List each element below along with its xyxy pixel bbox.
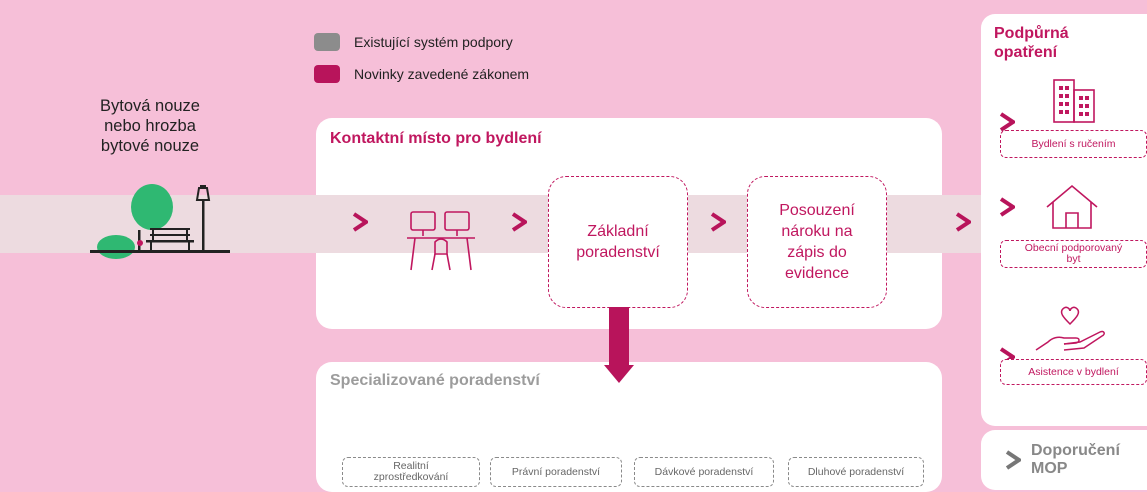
support-panel xyxy=(981,14,1147,426)
start-title: Bytová nouze nebo hrozba bytové nouze xyxy=(100,97,200,155)
step-basic-counseling: Základní poradenství xyxy=(548,176,688,308)
specialized-title: Specializované poradenství xyxy=(330,372,540,389)
spec-item-real-estate: Realitní zprostředkování xyxy=(342,457,480,487)
legend-existing: Existující systém podpory xyxy=(314,33,513,51)
chevron-right-icon xyxy=(710,212,726,232)
legend-swatch-existing xyxy=(314,33,340,51)
desk-computer-icon xyxy=(407,211,475,271)
spec-item-benefits: Dávkové poradenství xyxy=(634,457,774,487)
spec-item-legal: Právní poradenství xyxy=(490,457,622,487)
support-item-municipal-flat: Obecní podporovaný byt xyxy=(1000,240,1147,268)
chevron-right-grey-icon xyxy=(1005,450,1021,470)
step-assessment: Posouzení nároku na zápis do evidence xyxy=(747,176,887,308)
connector-bar xyxy=(609,307,629,367)
connector-arrowhead xyxy=(604,365,634,383)
mop-box xyxy=(981,430,1147,490)
chevron-right-icon xyxy=(955,212,971,232)
step-basic-counseling-label: Základní poradenství xyxy=(576,223,660,261)
park-illustration-icon xyxy=(90,184,230,259)
legend-new: Novinky zavedené zákonem xyxy=(314,65,529,83)
support-title: Podpůrná opatření xyxy=(994,25,1069,61)
support-item-guaranteed-housing: Bydlení s ručením xyxy=(1000,130,1147,158)
buildings-icon xyxy=(1053,79,1095,123)
chevron-right-icon xyxy=(511,212,527,232)
chevron-right-icon xyxy=(999,197,1015,217)
contact-point-title: Kontaktní místo pro bydlení xyxy=(330,130,542,147)
chevron-right-icon xyxy=(352,212,368,232)
hand-heart-icon xyxy=(1035,306,1105,351)
house-icon xyxy=(1046,184,1098,229)
spec-item-debt: Dluhové poradenství xyxy=(788,457,924,487)
mop-label: Doporučení MOP xyxy=(1031,442,1120,477)
step-assessment-label: Posouzení nároku na zápis do evidence xyxy=(779,202,855,282)
legend-swatch-new xyxy=(314,65,340,83)
legend-label-new: Novinky zavedené zákonem xyxy=(354,66,530,82)
chevron-right-icon xyxy=(999,112,1015,132)
legend-label-existing: Existující systém podpory xyxy=(354,34,513,50)
support-item-housing-assistance: Asistence v bydlení xyxy=(1000,359,1147,385)
